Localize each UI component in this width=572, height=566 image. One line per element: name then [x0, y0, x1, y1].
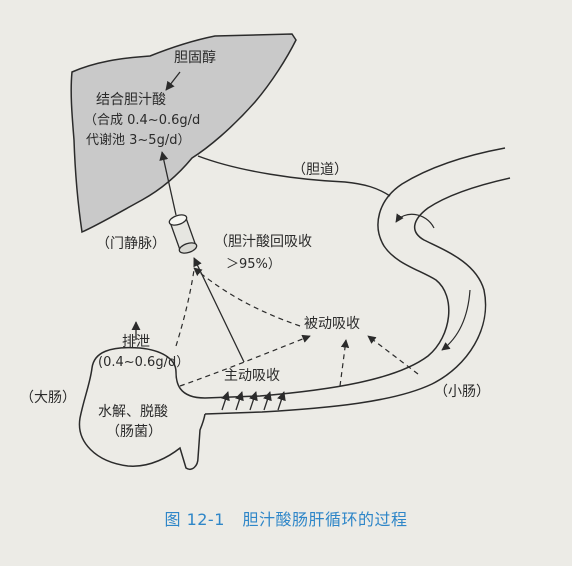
- label-hydrolysis: 水解、脱酸: [98, 404, 168, 420]
- arrow-small-intestine-to-passive-2: [367, 335, 419, 375]
- figure-number: 图 12-1: [164, 510, 225, 529]
- large-intestine-shape: [78, 346, 206, 470]
- label-passive-absorption: 被动吸收: [304, 316, 360, 332]
- label-synthesis-rate: （合成 0.4~0.6g/d: [84, 113, 201, 128]
- label-portal-vein: （门静脉）: [96, 236, 166, 252]
- arrow-passive-to-portal: [193, 267, 301, 327]
- small-intestine-flow-arrow: [441, 289, 471, 351]
- arrow-small-intestine-to-passive-1: [339, 339, 350, 387]
- arrow-cholesterol-to-bile-acid: [165, 71, 181, 91]
- label-gut-bacteria: （肠菌）: [106, 424, 162, 440]
- figure-title: 胆汁酸肠肝循环的过程: [242, 510, 408, 529]
- arrow-large-intestine-to-portal: [175, 269, 195, 347]
- label-small-intestine: （小肠）: [434, 384, 490, 400]
- bile-duct-line: [197, 155, 391, 197]
- label-excretion-rate: (0.4~0.6g/d）: [98, 355, 190, 370]
- duodenum-flow-arrow: [395, 213, 435, 229]
- label-excretion: 排泄: [122, 334, 150, 350]
- label-cholesterol: 胆固醇: [174, 50, 216, 66]
- label-bile-acid-synthesis: 结合胆汁酸: [96, 92, 166, 108]
- label-metabolic-pool: 代谢池 3~5g/d）: [86, 133, 191, 148]
- small-intestine-inner-wall: [204, 177, 511, 415]
- arrow-portal-vein-to-liver: [159, 151, 177, 216]
- label-reabsorption-rate: ＞95%）: [226, 257, 281, 272]
- active-absorption-arrows: [221, 391, 286, 411]
- label-reabsorption: （胆汁酸回吸收: [214, 234, 312, 250]
- small-intestine-outer-wall: [204, 147, 506, 399]
- label-bile-duct: （胆道）: [292, 162, 348, 178]
- label-active-absorption: 主动吸收: [224, 368, 280, 384]
- liver-shape: [70, 33, 297, 234]
- portal-vein-icon: [168, 214, 198, 254]
- label-large-intestine: （大肠）: [20, 390, 76, 406]
- figure-caption: 图 12-1 胆汁酸肠肝循环的过程: [0, 506, 572, 530]
